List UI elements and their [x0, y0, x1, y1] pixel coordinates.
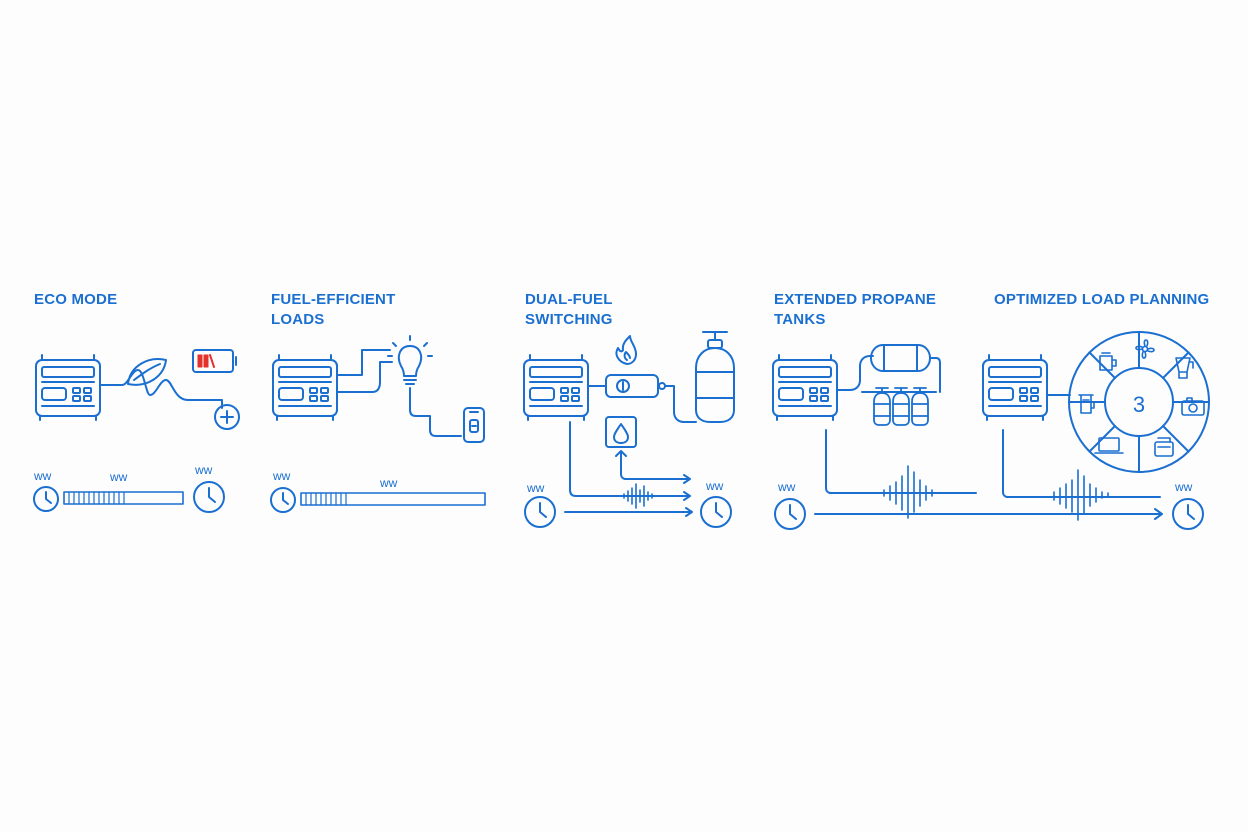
generator-icon: [523, 354, 589, 421]
ww-label: ww: [33, 469, 52, 483]
ww-label: ww: [526, 481, 545, 495]
connector-line: [664, 385, 697, 423]
kettle-icon: [1099, 352, 1117, 371]
panel-dual-fuel-switching: ww ww: [523, 331, 735, 528]
panel-title-dual-fuel-switching: DUAL-FUEL SWITCHING: [525, 290, 613, 330]
generator-icon: [35, 354, 101, 421]
ww-label: ww: [109, 470, 128, 484]
laptop-icon: [1094, 437, 1124, 454]
panel-fuel-efficient-loads: ww ww: [270, 335, 486, 513]
panel-title-extended-propane-tanks: EXTENDED PROPANE TANKS: [774, 290, 936, 330]
arrow-line: [564, 507, 693, 517]
camera-icon: [1181, 397, 1205, 416]
ww-label: ww: [272, 469, 291, 483]
panel-optimized-load-planning: 3 ww: [982, 331, 1210, 530]
water-drop-icon: [605, 416, 637, 448]
connector-line: [336, 349, 391, 376]
panel-title-line: EXTENDED PROPANE: [774, 291, 937, 308]
panel-eco-mode: ww ww ww: [33, 349, 240, 513]
timeline-bar: [300, 492, 486, 506]
cash-register-icon: [1154, 437, 1174, 457]
panel-title-line: OPTIMIZED LOAD PLANNING: [994, 291, 1210, 308]
connector-line: [825, 429, 977, 494]
fuel-switch-icon: [605, 374, 666, 398]
ww-label: ww: [1174, 480, 1193, 494]
arrow-line: [814, 508, 1163, 520]
arrow-line: [569, 421, 691, 501]
propane-cylinder-icon: [695, 331, 735, 423]
panel-title-line: LOADS: [271, 311, 325, 328]
battery-low-icon: [192, 349, 237, 373]
sound-wave-icon: [883, 465, 933, 519]
small-cylinders-icon: [873, 387, 929, 426]
ww-label: ww: [705, 479, 724, 493]
connector-line: [929, 357, 941, 393]
ww-label: ww: [194, 463, 213, 477]
horizontal-tank-icon: [870, 344, 931, 372]
panel-title-line: TANKS: [774, 311, 826, 328]
fan-icon: [1135, 339, 1155, 359]
generator-icon: [982, 354, 1048, 421]
plus-circle-icon: [214, 404, 240, 430]
coffee-maker-icon: [1078, 394, 1095, 414]
clock-icon: [1172, 498, 1204, 530]
leaf-icon: [127, 358, 167, 386]
panel-title-line: FUEL-EFFICIENT: [271, 291, 396, 308]
sound-wave-icon: [623, 483, 653, 509]
clock-icon: [700, 496, 732, 528]
panel-title-fuel-efficient-loads: FUEL-EFFICIENT LOADS: [271, 290, 395, 330]
clock-icon: [774, 498, 806, 530]
smartphone-icon: [463, 407, 485, 443]
sound-wave-icon: [1053, 469, 1109, 521]
connector-line: [1002, 429, 1161, 498]
arrow-line: [615, 450, 691, 484]
panel-title-line: DUAL-FUEL: [525, 291, 613, 308]
panel-title-line: SWITCHING: [525, 311, 613, 328]
generator-icon: [272, 354, 338, 421]
blender-icon: [1175, 357, 1194, 379]
clock-icon: [270, 487, 296, 513]
panel-extended-propane-tanks: ww: [772, 344, 1163, 530]
timeline-bar: [63, 491, 184, 505]
panel-title-line: ECO MODE: [34, 291, 118, 308]
panel-title-optimized-load-planning: OPTIMIZED LOAD PLANNING: [994, 290, 1209, 310]
connector-line: [409, 387, 462, 437]
connector-line: [836, 355, 874, 391]
ww-label: ww: [379, 476, 398, 490]
ww-label: ww: [777, 480, 796, 494]
wheel-center-number: 3: [1133, 392, 1145, 417]
connector-line: [336, 361, 393, 393]
clock-icon: [524, 496, 556, 528]
load-wheel-icon: 3: [1068, 331, 1210, 473]
connector-line: [99, 369, 223, 409]
panel-title-eco-mode: ECO MODE: [34, 290, 117, 310]
lightbulb-icon: [387, 335, 433, 385]
clock-icon: [193, 481, 225, 513]
generator-icon: [772, 354, 838, 421]
clock-icon: [33, 486, 59, 512]
flame-icon: [615, 335, 637, 365]
